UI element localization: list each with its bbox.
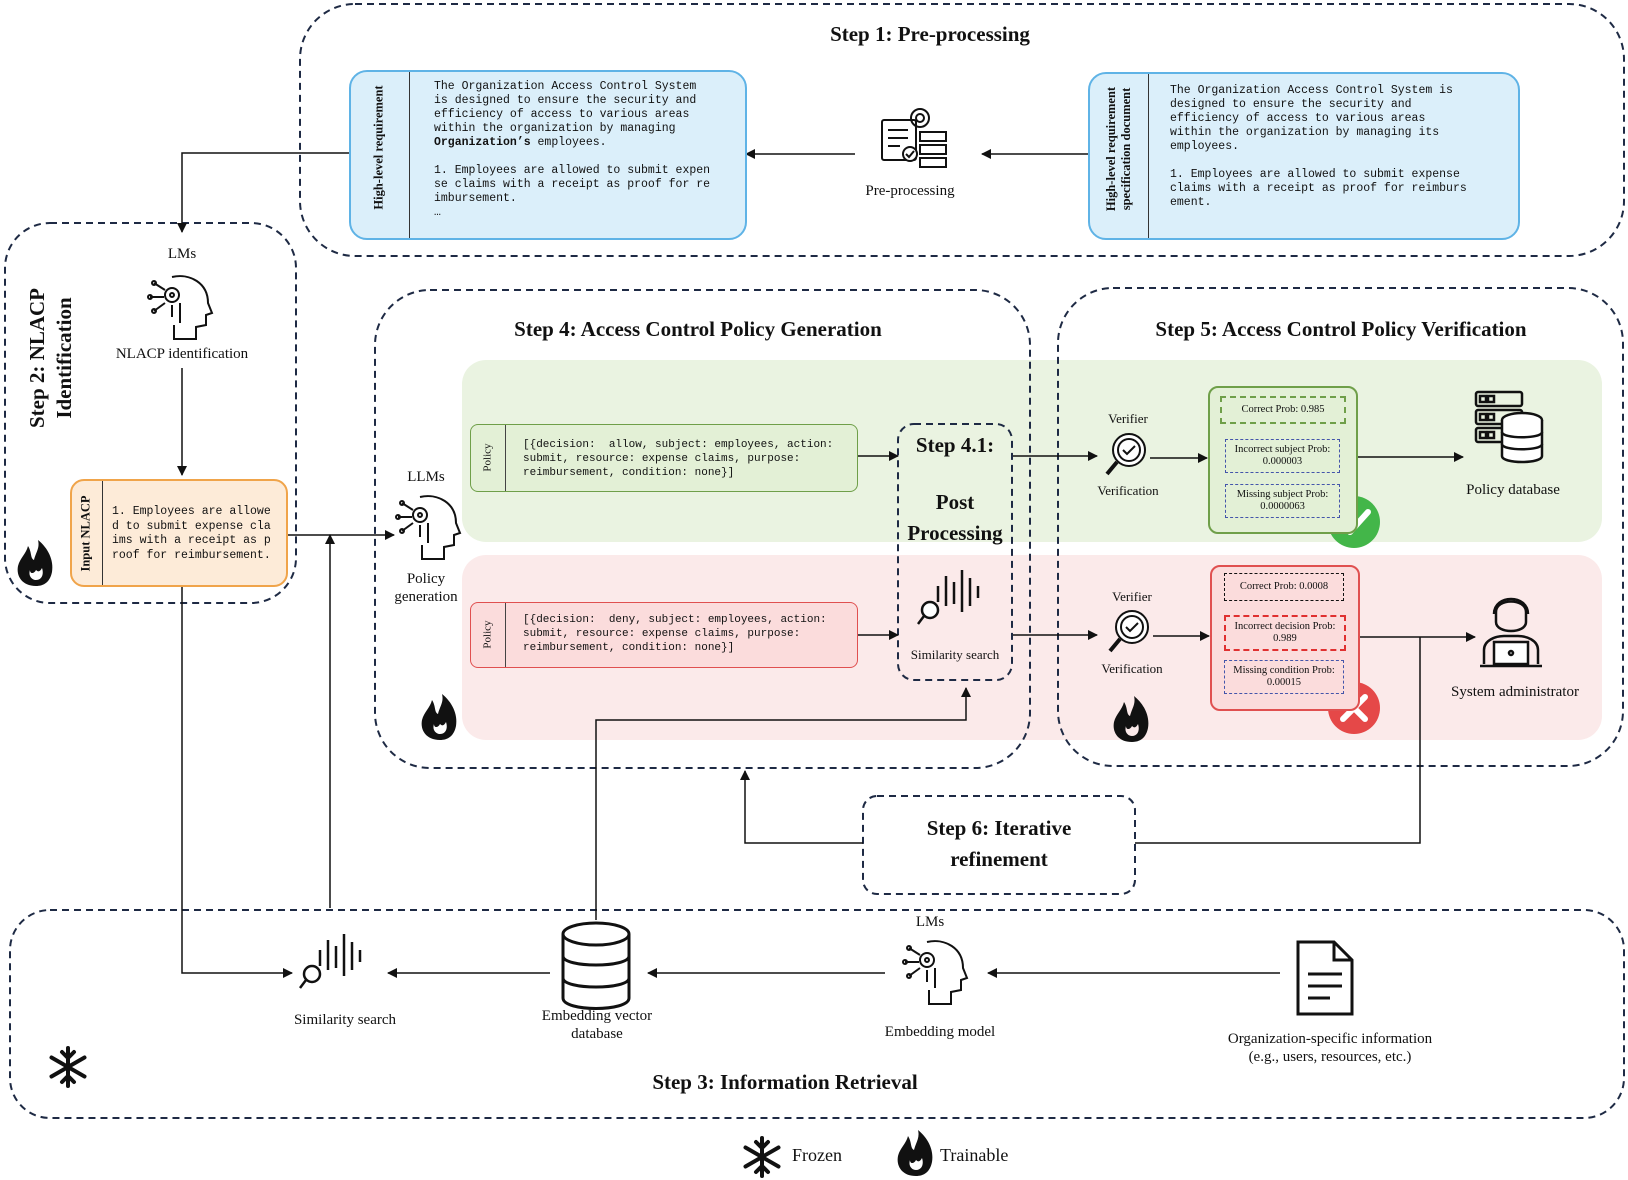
policy-allow-card: Policy [{decision: allow, subject: emplo… <box>470 424 858 492</box>
ai-head-icon <box>902 940 969 1005</box>
lms-label: LMs <box>915 914 945 930</box>
post-processing-label: Post Processing <box>907 490 1003 545</box>
incorrect-decision-prob: Incorrect decision Prob: 0.989 <box>1224 615 1346 651</box>
high-level-requirement-card: High-level requirement The Organization … <box>349 70 747 240</box>
correct-prob: Correct Prob: 0.985 <box>1220 396 1346 424</box>
policy-allow-text: [{decision: allow, subject: employees, a… <box>523 439 834 479</box>
incorrect-subject-prob: Incorrect subject Prob: 0.000003 <box>1225 439 1340 473</box>
ai-head-icon <box>395 495 462 560</box>
flame-icon <box>17 540 53 586</box>
similarity-search-label: Similarity search <box>910 647 1000 662</box>
legend-trainable-label: Trainable <box>940 1145 1009 1165</box>
step41-title: Step 4.1: <box>915 433 995 457</box>
snowflake-icon <box>49 1046 87 1088</box>
missing-subject-prob: Missing subject Prob: 0.0000063 <box>1225 484 1340 518</box>
allow-probabilities-box <box>1208 386 1358 534</box>
step5-border <box>1057 287 1624 767</box>
legend-frozen-label: Frozen <box>792 1145 842 1165</box>
flame-icon <box>1113 696 1149 742</box>
preprocessing-icon <box>881 108 947 168</box>
card-side-label: Policy <box>481 443 494 472</box>
verifier-icon <box>1105 433 1146 476</box>
ai-head-icon <box>147 275 214 340</box>
input-nlacp-text: 1. Employees are allowe d to submit expe… <box>112 505 271 562</box>
similarity-search-icon <box>299 934 362 989</box>
policy-deny-card: Policy [{decision: deny, subject: employ… <box>470 602 858 668</box>
step4-border <box>374 289 1031 769</box>
step2-title: Step 2: NLACP Identification <box>25 288 76 428</box>
step3-title: Step 3: Information Retrieval <box>652 1070 918 1094</box>
flame-icon <box>421 694 457 740</box>
step6-border <box>862 795 1136 895</box>
requirement-text: The Organization Access Control System i… <box>434 80 711 219</box>
step2-border <box>4 222 297 604</box>
step1-border <box>299 3 1625 257</box>
step5-title: Step 5: Access Control Policy Verificati… <box>1155 317 1527 341</box>
llms-label: LLMs <box>407 469 445 485</box>
step6-title: Step 6: Iterative refinement <box>926 816 1072 871</box>
card-side-label: Policy <box>481 620 494 649</box>
snowflake-icon <box>743 1136 781 1178</box>
database-icon <box>561 921 631 1010</box>
verifier-label: Verifier <box>1112 589 1152 604</box>
flame-icon <box>897 1130 933 1176</box>
card-side-label: High-level requirement <box>371 85 386 210</box>
verification-label: Verification <box>1101 661 1163 676</box>
input-nlacp-card: Input NLACP 1. Employees are allowe d to… <box>70 479 288 587</box>
step3-border <box>9 909 1625 1119</box>
verifier-label: Verifier <box>1108 411 1148 426</box>
specification-text: The Organization Access Control System i… <box>1170 84 1467 209</box>
step4-title: Step 4: Access Control Policy Generation <box>514 317 882 341</box>
similarity-search-icon <box>917 570 980 625</box>
similarity-search-label: Similarity search <box>293 1012 397 1028</box>
embedding-model-label: Embedding model <box>884 1024 996 1040</box>
organization-info-label: Organization-specific information(e.g., … <box>1227 1031 1433 1065</box>
verifier-icon <box>1108 610 1149 653</box>
document-icon <box>1296 940 1354 1016</box>
lms-label: LMs <box>167 246 197 262</box>
policy-database-label: Policy database <box>1466 482 1560 498</box>
step41-border <box>897 423 1013 681</box>
system-administrator-icon <box>1480 597 1542 668</box>
policy-database-icon <box>1474 390 1544 464</box>
deny-probabilities-box <box>1210 565 1360 711</box>
nlacp-identification-label: NLACP identification <box>115 346 249 362</box>
correct-prob: Correct Prob: 0.0008 <box>1224 573 1344 601</box>
verification-label: Verification <box>1097 483 1159 498</box>
step1-title: Step 1: Pre-processing <box>830 22 1030 46</box>
card-side-label: Input NLACP <box>78 495 93 572</box>
missing-condition-prob: Missing condition Prob: 0.00015 <box>1224 660 1344 694</box>
preprocessing-label: Pre-processing <box>865 183 955 199</box>
policy-deny-text: [{decision: deny, subject: employees, ac… <box>523 614 827 654</box>
system-administrator-label: System administrator <box>1451 684 1579 700</box>
